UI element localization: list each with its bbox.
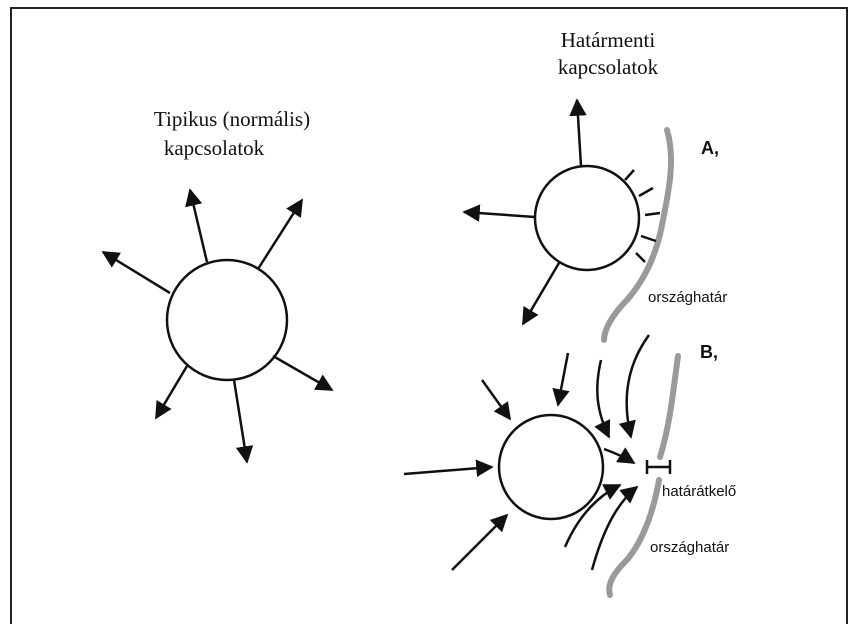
arrow-out-lower-left — [154, 365, 189, 420]
blocked-connection-ticks — [624, 169, 661, 263]
arrow-out-down — [232, 379, 254, 464]
typical-title-line1: Tipikus (normális) — [154, 107, 310, 131]
arrow-b-in-lower-left — [451, 513, 509, 571]
arrow-a-out-lower-left — [521, 262, 561, 326]
border-connections-a-group: Határmenti kapcsolatok A, országhatár — [462, 28, 727, 343]
border-a-outgoing-arrows — [462, 98, 587, 326]
border-label-a: országhatár — [648, 289, 727, 306]
country-border-line-b-upper — [657, 353, 681, 460]
border-crossing-icon — [645, 460, 672, 474]
country-border-line-b-lower — [606, 477, 662, 598]
figure-frame — [10, 7, 848, 624]
arrow-to-crossing-lower-2 — [590, 485, 639, 571]
typical-connections-group: Tipikus (normális) kapcsolatok — [101, 107, 334, 464]
arrow-out-up — [185, 188, 209, 263]
arrow-a-out-up — [569, 98, 587, 167]
case-a-label: A, — [701, 138, 719, 158]
border-title-line1: Határmenti — [561, 28, 656, 52]
arrow-to-crossing-from-node — [603, 447, 636, 465]
arrow-out-upper-right — [256, 198, 304, 270]
blocked-tick-4 — [640, 234, 657, 243]
border-connections-b-group: B, határátkelő országhatár — [403, 334, 736, 598]
arrow-to-crossing-lower-1 — [563, 483, 622, 548]
arrow-b-in-left — [403, 459, 494, 477]
arrow-b-in-upper-left — [480, 379, 512, 421]
border-node-circle-b — [497, 413, 605, 521]
blocked-tick-1 — [624, 169, 635, 181]
blocked-tick-3 — [644, 211, 661, 217]
arrow-to-crossing-upper-1 — [594, 359, 611, 439]
border-b-incoming-arrows — [403, 352, 570, 571]
arrow-b-in-top — [552, 352, 570, 407]
crossing-label: határátkelő — [662, 483, 736, 500]
arrow-to-crossing-upper-2 — [618, 334, 651, 439]
arrow-out-lower-right — [272, 354, 334, 392]
arrow-a-out-left — [462, 204, 536, 222]
typical-title-line2: kapcsolatok — [164, 136, 265, 160]
border-title-line2: kapcsolatok — [558, 55, 659, 79]
border-label-b: országhatár — [650, 539, 729, 556]
blocked-tick-5 — [635, 252, 646, 263]
case-b-label: B, — [700, 342, 718, 362]
blocked-tick-2 — [638, 186, 654, 198]
arrows-toward-crossing — [563, 334, 651, 571]
typical-node-circle — [165, 258, 289, 382]
arrow-out-left — [101, 250, 171, 295]
country-border-line-a — [601, 127, 675, 343]
typical-outgoing-arrows — [101, 188, 334, 464]
border-node-circle-a — [533, 164, 641, 272]
